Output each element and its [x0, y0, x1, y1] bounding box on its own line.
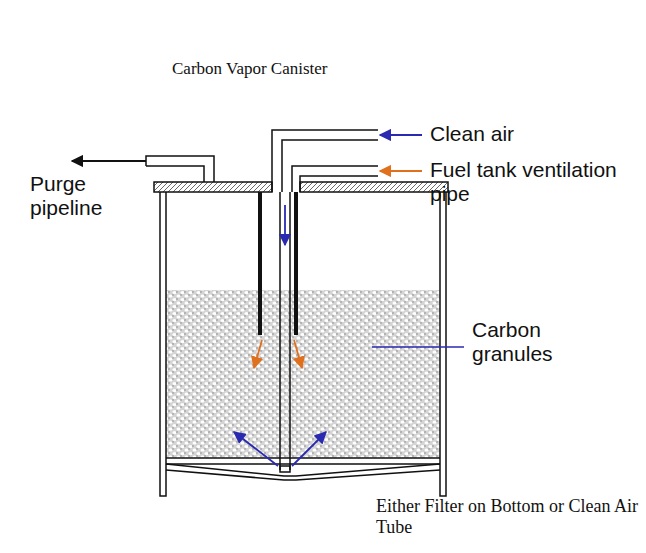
air-flow-arrow	[292, 432, 326, 466]
part-label: Clean air	[430, 122, 630, 146]
canister-lid	[300, 182, 448, 192]
diagram-title: Carbon Vapor Canister	[172, 59, 328, 79]
air-flow-arrow	[284, 205, 286, 245]
clean-air-tube	[272, 130, 378, 472]
vapor-flow-arrow	[254, 340, 262, 368]
vapor-flow-arrow	[294, 340, 302, 368]
air-flow-arrow	[234, 432, 278, 466]
purge-flow-arrow	[72, 160, 146, 162]
leader-line	[372, 346, 464, 348]
baffle	[294, 192, 298, 335]
note-text: Either Filter on Bottom or Clean Air Tub…	[376, 496, 638, 537]
air-flow-arrow	[380, 134, 422, 136]
carbon-bed	[166, 290, 440, 458]
vent-pipe	[292, 166, 378, 192]
part-label: Purge pipeline	[30, 172, 140, 220]
vapor-flow-arrow	[380, 170, 422, 172]
canister-lid	[154, 182, 272, 192]
purge-pipe	[146, 156, 214, 182]
canister-wall	[160, 192, 446, 496]
part-label: Carbon granules	[472, 318, 622, 366]
baffle	[258, 192, 262, 335]
part-label: Fuel tank ventilation pipe	[430, 158, 625, 206]
